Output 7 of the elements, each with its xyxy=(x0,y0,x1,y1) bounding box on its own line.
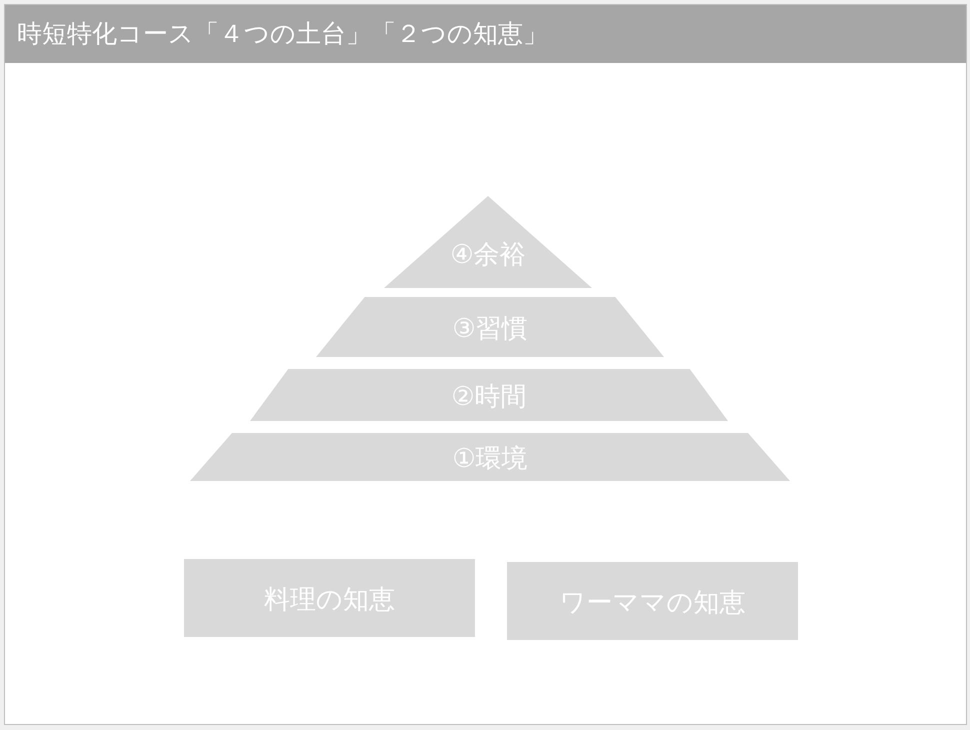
pyramid-layer xyxy=(316,297,664,357)
rect-box xyxy=(507,562,798,640)
rect-box xyxy=(184,559,475,637)
pyramid-top-triangle xyxy=(384,196,592,288)
pyramid-layer xyxy=(250,369,728,421)
pyramid-layer xyxy=(190,433,790,481)
slide-title: 時短特化コース「４つの土台」「２つの知恵」 xyxy=(5,5,966,63)
